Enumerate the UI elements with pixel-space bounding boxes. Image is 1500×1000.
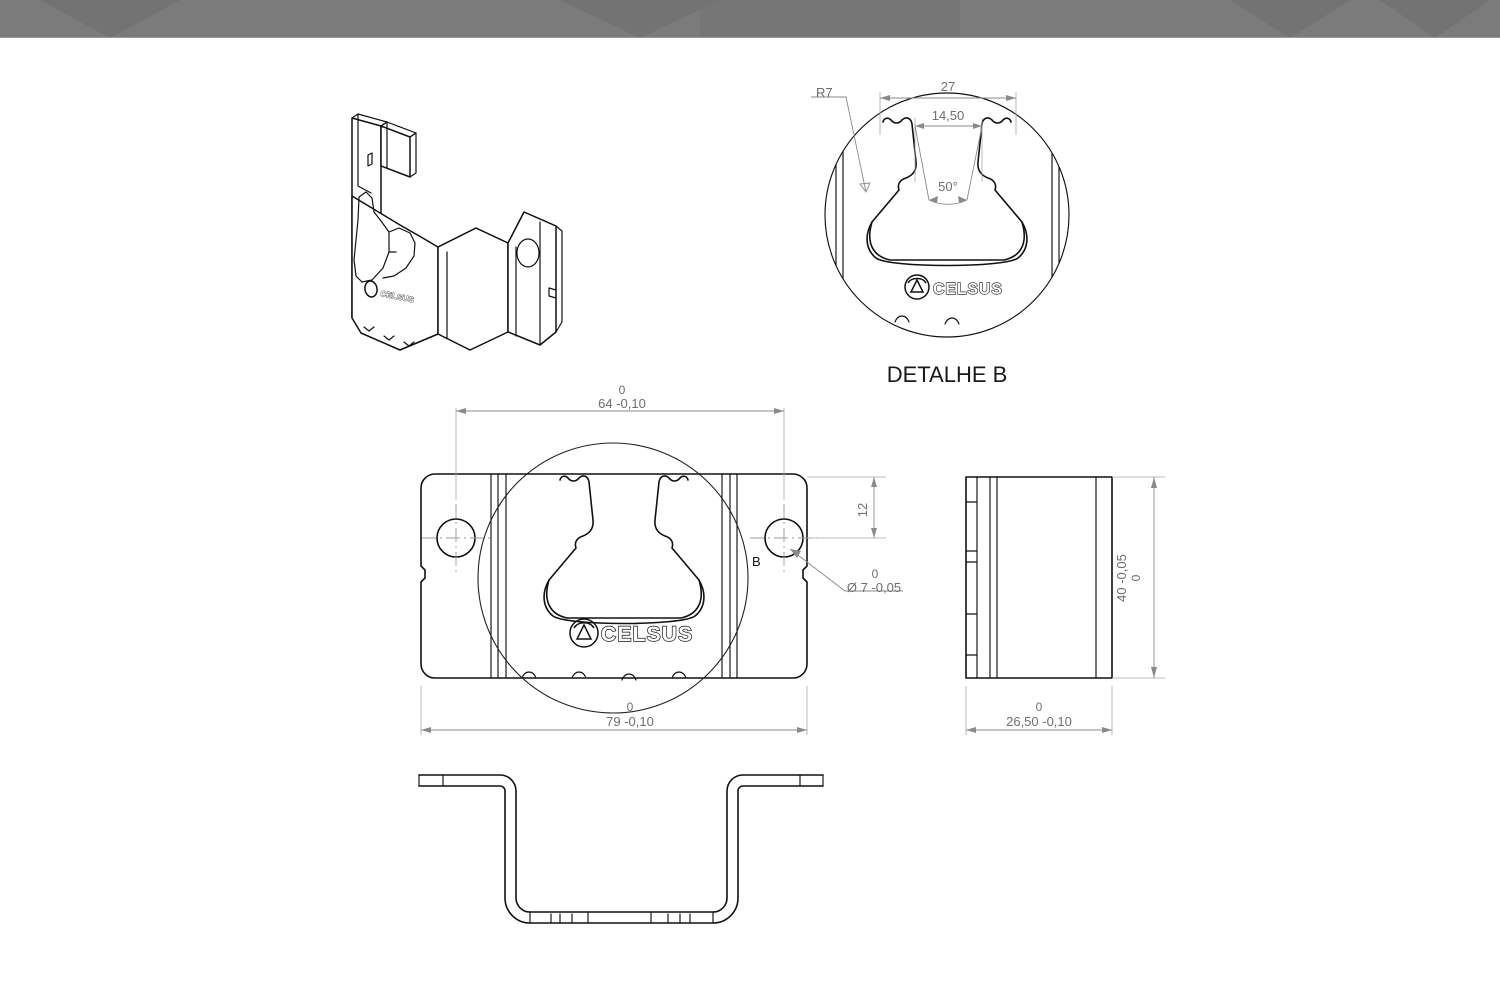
detail-circle-b bbox=[477, 442, 749, 714]
dimension-1450-text: 14,50 bbox=[932, 108, 965, 123]
dimension-79: 0 79 -0,10 bbox=[420, 686, 808, 735]
dimension-64: 0 64 -0,10 bbox=[455, 383, 785, 500]
dimension-2650: 0 26,50 -0,10 bbox=[965, 686, 1113, 735]
dimension-50-degrees: 50° bbox=[914, 125, 983, 205]
dimension-r7: R7 bbox=[811, 85, 871, 193]
dimension-64-value: 64 -0,10 bbox=[598, 396, 646, 411]
dimension-2650-upper: 0 bbox=[1036, 700, 1043, 714]
dimension-hole-diameter: 0 Ø 7 -0,05 bbox=[789, 548, 903, 595]
banner-chevron-4 bbox=[1230, 0, 1350, 38]
banner-chevron-3 bbox=[700, 0, 960, 38]
celsus-logo-detail: CELSUS bbox=[904, 274, 1003, 300]
celsus-logo-front: CELSUS bbox=[569, 618, 693, 648]
top-banner bbox=[0, 0, 1500, 38]
detail-marker-b: B bbox=[752, 554, 761, 569]
banner-chevron-2 bbox=[560, 0, 720, 38]
dimension-50-degrees-text: 50° bbox=[938, 179, 958, 194]
detail-view-b: CELSUS R7 27 bbox=[811, 79, 1070, 387]
dimension-79-upper: 0 bbox=[627, 700, 634, 714]
dimension-2650-value: 26,50 -0,10 bbox=[1006, 714, 1072, 729]
celsus-logo-text-detail: CELSUS bbox=[933, 281, 1003, 298]
dimension-40: 0 40 -0,05 bbox=[1112, 476, 1165, 679]
mounting-hole-left bbox=[422, 504, 490, 572]
banner-chevron-5 bbox=[1380, 0, 1490, 38]
front-view: B CELSUS 0 64 -0,10 bbox=[420, 383, 903, 735]
dimension-r7-text: R7 bbox=[816, 85, 833, 100]
dimension-79-value: 79 -0,10 bbox=[606, 714, 654, 729]
dimension-hole-diameter-value: Ø 7 -0,05 bbox=[847, 580, 901, 595]
banner-hairline bbox=[0, 37, 1500, 38]
section-profile-view bbox=[418, 774, 824, 924]
dimension-40-upper: 0 bbox=[1129, 574, 1143, 581]
banner-chevron-1 bbox=[40, 0, 180, 38]
mounting-hole-right bbox=[750, 504, 818, 572]
dimension-hole-diameter-upper: 0 bbox=[872, 567, 879, 581]
dimension-27-text: 27 bbox=[941, 79, 955, 94]
isometric-view: CELSUS bbox=[351, 113, 563, 351]
dimension-12-text: 12 bbox=[855, 503, 870, 517]
dimension-1450: 14,50 bbox=[914, 108, 983, 182]
detail-b-label: DETALHE B bbox=[887, 362, 1008, 387]
dimension-40-value: 40 -0,05 bbox=[1114, 554, 1129, 602]
side-view: 0 40 -0,05 0 26,50 -0,10 bbox=[965, 476, 1165, 735]
dimension-64-upper: 0 bbox=[619, 383, 626, 397]
celsus-logo-text-front: CELSUS bbox=[601, 623, 693, 646]
dimension-27: 27 bbox=[879, 79, 1017, 135]
dimension-12: 12 bbox=[807, 476, 886, 539]
